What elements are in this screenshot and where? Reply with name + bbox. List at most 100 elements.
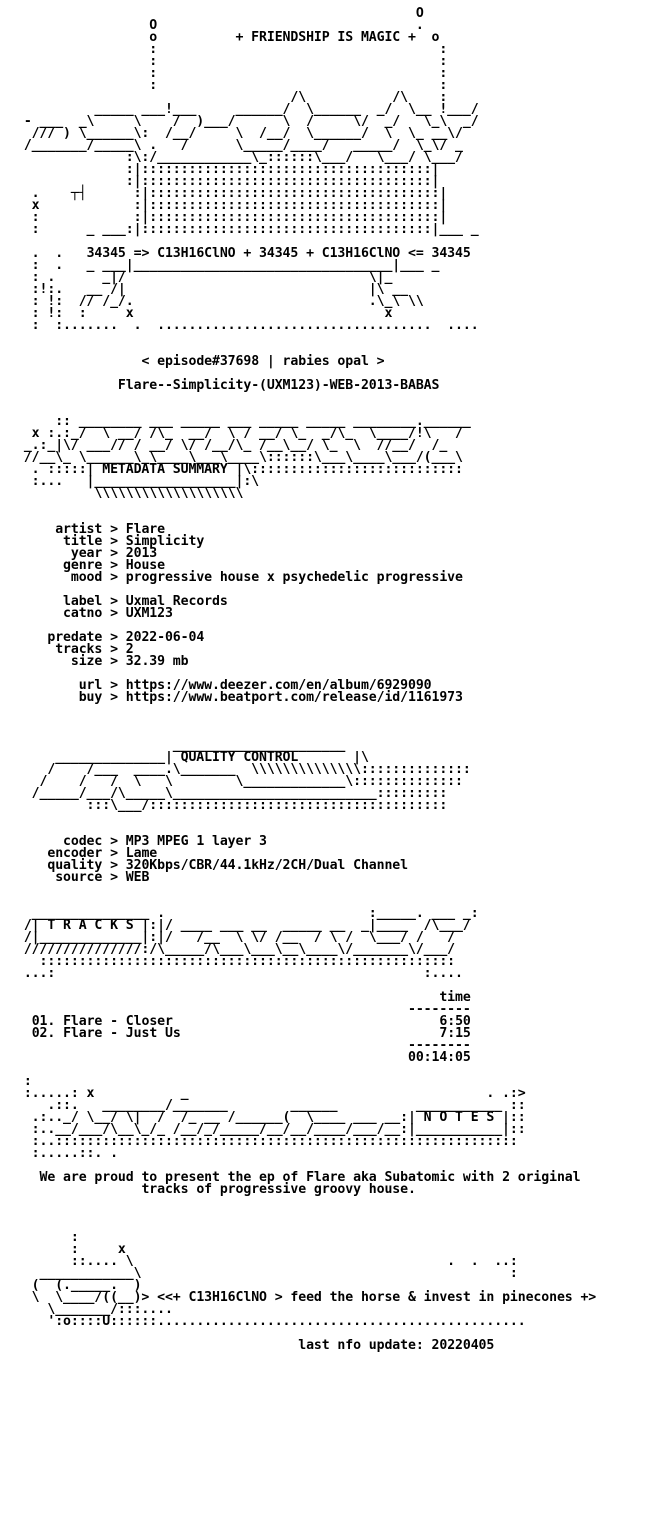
header-art-line-13: :|:::::::::::::::::::::::::::::::::::::| [16, 162, 440, 177]
track-time: 7:15 [439, 1026, 471, 1041]
meta-label-value: Uxmal Records [125, 594, 228, 609]
total-rule: -------- [407, 1038, 471, 1053]
footer-art-line-0: : [16, 1230, 79, 1245]
meta-row-url: url > https://www.deezer.com/en/album/69… [16, 678, 432, 693]
notes-banner-line-5: :..:::::::::::::::::::::::::::::::::::::… [16, 1134, 518, 1149]
header-art-line-0: O [16, 6, 424, 21]
time-header: time [439, 990, 471, 1005]
tracks-banner-line-4: ::::::::::::::::::::::::::::::::::::::::… [16, 954, 456, 969]
footer-signature-line: \ \____/((__)> <<+ C13H16ClNO > feed the… [16, 1290, 597, 1305]
spacer [16, 812, 596, 824]
footer-art-line-3: ____________\ : [16, 1266, 518, 1281]
quality-banner-line-5: :::\___/::::::::::::::::::::::::::::::::… [16, 798, 448, 813]
total-rule-line: -------- [16, 1038, 596, 1053]
meta-predate-value: 2022-06-04 [125, 630, 205, 645]
quality-encoder-value: Lame [125, 846, 158, 861]
footer-art-line-4: ( (._____. ) [16, 1278, 142, 1293]
spacer [16, 704, 596, 716]
metadata-banner-line-0: :: ________ ___ _____ ___ _____ _____ __… [16, 414, 471, 429]
spacer [16, 1208, 596, 1220]
track-artist: Flare [63, 1026, 103, 1041]
spacer [16, 716, 596, 728]
meta-buy-link[interactable]: https://www.beatport.com/release/id/1161… [125, 690, 463, 705]
quality-row-quality: quality > 320Kbps/CBR/44.1kHz/2CH/Dual C… [16, 858, 408, 873]
metadata-banner-line-3: //__\_ \______\_\____\___\____\::::::\__… [16, 450, 463, 465]
header-art-line-17: : :|::::::::::::::::::::::::::::::::::::… [16, 210, 448, 225]
meta-row-size: size > 32.39 mb [16, 654, 189, 669]
meta-row-artist: artist > Flare [16, 522, 165, 537]
footer-art-line-2: ::.... \ . . ..: [16, 1254, 518, 1269]
quality-row-source: source > WEB [16, 870, 150, 885]
lower-art-line-4: : !: : x x [16, 306, 393, 321]
tracks-banner-line-1: /| T R A C K S |:|/ ____ ___ __ _____ __… [16, 918, 471, 933]
spacer [16, 392, 596, 404]
lower-art-line-2: :!:. __ /| |\ __ [16, 282, 408, 297]
episode-text: < episode#37698 | rabies opal > [141, 354, 385, 369]
track-time: 6:50 [439, 1014, 471, 1029]
meta-genre-value: House [125, 558, 165, 573]
last-update-value: 20220405 [431, 1338, 495, 1353]
notes-banner-line-1: :.....: x _ . .:> [16, 1086, 526, 1101]
notes-text-line-2: tracks of progressive groovy house. [16, 1183, 596, 1196]
footer-art-line-6: \_______/:::.... [16, 1302, 173, 1317]
meta-mood-value: progressive house x psychedelic progress… [125, 570, 463, 585]
track-title: Closer [125, 1014, 173, 1029]
notes-banner-line-6: :.....::. . [16, 1146, 118, 1161]
quality-banner-line-4: /_____/___/\_____\______________________… [16, 786, 448, 801]
footer-art-line-1: : x [16, 1242, 126, 1257]
meta-row-mood: mood > progressive house x psychedelic p… [16, 570, 463, 585]
notes-banner-line-2: .::. ________/_______ ______ ___________… [16, 1098, 526, 1113]
quality-row-encoder: encoder > Lame [16, 846, 158, 861]
release-name: Flare--Simplicity-(UXM123)-WEB-2013-BABA… [117, 378, 440, 393]
notes-banner-line-0: : [16, 1074, 32, 1089]
meta-row-genre: genre > House [16, 558, 165, 573]
meta-catno-value: UXM123 [125, 606, 173, 621]
header-art-line-6: : : [16, 78, 448, 93]
track-artist: Flare [63, 1014, 103, 1029]
metadata-banner-line-1: x :.:_/ \ __/ /\_ __/ \ / __/ \_ _/\_ \_… [16, 426, 463, 441]
tracks-banner-line-3: ///////////////:/\_____/\___\___\__\____… [16, 942, 456, 957]
meta-tracks-value: 2 [125, 642, 134, 657]
header-art-line-10: /// ) \______\: /__/ \ /__/ \______/ \ \… [16, 126, 463, 141]
spacer [16, 1064, 596, 1076]
meta-row-title: title > Simplicity [16, 534, 205, 549]
meta-row-catno: catno > UXM123 [16, 606, 173, 621]
notes-text-line-1: We are proud to present the ep of Flare … [16, 1170, 596, 1185]
meta-url-link[interactable]: https://www.deezer.com/en/album/6929090 [125, 678, 432, 693]
metadata-banner-line-4: . :::::| METADATA SUMMARY |\::::::::::::… [16, 462, 463, 477]
meta-title-value: Simplicity [125, 534, 205, 549]
header-art-line-1: O . [16, 18, 424, 33]
meta-row-buy: buy > https://www.beatport.com/release/i… [16, 690, 463, 705]
meta-year-value: 2013 [125, 546, 158, 561]
track-number: 01. [31, 1014, 56, 1029]
track-number: 02. [31, 1026, 56, 1041]
track-row: 02. Flare - Just Us 7:15 [31, 1026, 471, 1041]
meta-size-value: 32.39 mb [125, 654, 189, 669]
quality-source-value: WEB [125, 870, 150, 885]
metadata-banner-line-5: :... |__________________|:\ [16, 474, 260, 489]
meta-row-year: year > 2013 [16, 546, 158, 561]
nfo-document: O O . o + FRIENDSHIP IS MAGIC + o : : : [16, 6, 597, 1353]
tracks-banner-line-5: ...: :.... [16, 966, 463, 981]
header-art-line-4: : : [16, 54, 448, 69]
meta-row-predate: predate > 2022-06-04 [16, 630, 205, 645]
quality-banner-line-3: / / / \ \ \_____________\:::::::::::::: [16, 774, 463, 789]
metadata-banner-line-2: _.:_|\/ ___// / __/ \/ /__/\_ /__\__/ \_… [16, 438, 448, 453]
total-line: 00:14:05 [16, 1050, 596, 1065]
total-time: 00:14:05 [407, 1050, 471, 1065]
tracks-banner-line-0: _______________ . :_____. ___ _: [16, 906, 479, 921]
formula-text: 34345 => C13H16ClNO + 34345 + C13H16ClNO… [86, 246, 471, 261]
lower-art-line-1: : . _|/ \|_ [16, 270, 393, 285]
meta-artist-value: Flare [125, 522, 165, 537]
spacer [16, 884, 596, 896]
formula-line: . . 34345 => C13H16ClNO + 34345 + C13H16… [16, 246, 471, 261]
header-art-line-11: /_______/_____\ . / \_____/____/ _____/ … [16, 138, 463, 153]
last-update-label: last nfo update: [298, 1338, 424, 1353]
time-rule-line: -------- [16, 1003, 596, 1016]
quality-quality-value: 320Kbps/CBR/44.1kHz/2CH/Dual Channel [125, 858, 408, 873]
footer-signature: <<+ C13H16ClNO > feed the horse & invest… [157, 1290, 597, 1305]
notes-text-1: We are proud to present the ep of Flare … [39, 1170, 581, 1185]
spacer [16, 1220, 596, 1232]
lower-art-line-5: : :....... . ...........................… [16, 318, 479, 333]
notes-banner-line-3: .:.._/ \__/ \| / /_ __ /______( \____ __… [16, 1110, 526, 1125]
